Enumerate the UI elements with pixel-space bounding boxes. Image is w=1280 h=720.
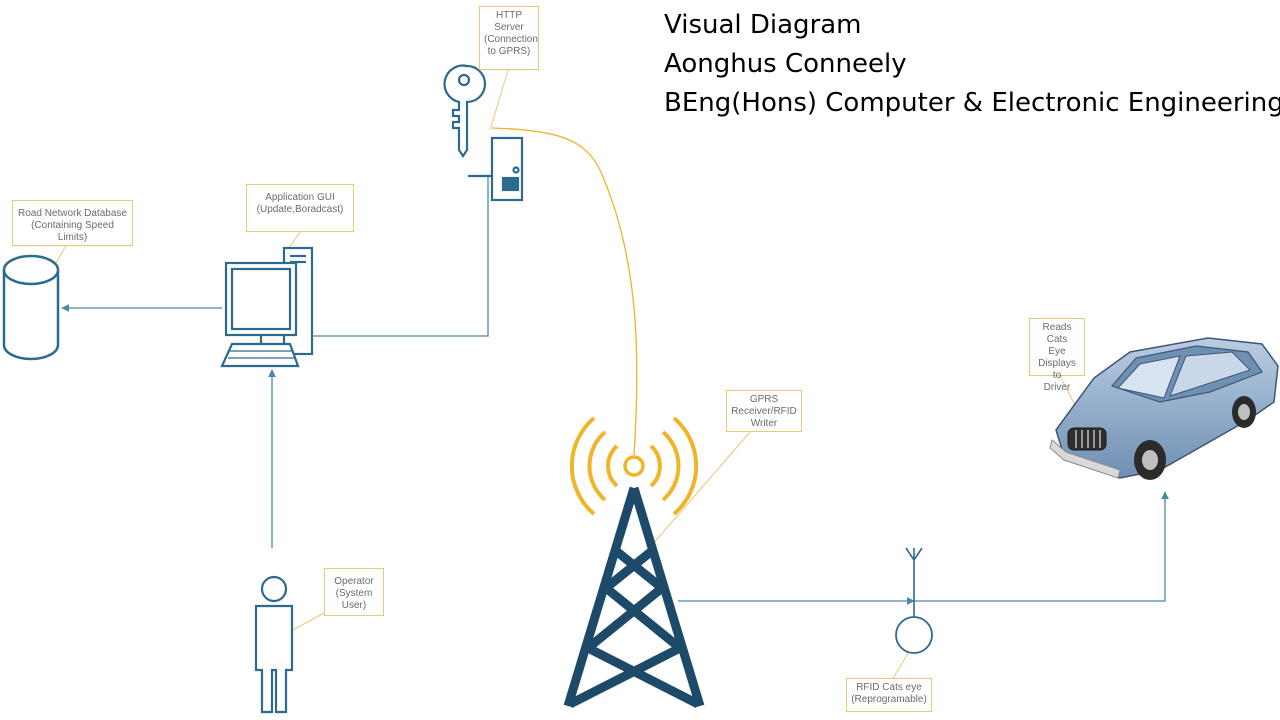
callout-line: Receiver/RFID xyxy=(731,406,797,417)
callout-line: Application GUI xyxy=(265,192,335,203)
application-gui-callout: Application GUI (Update,Boradcast) xyxy=(246,184,354,232)
server-to-gprs-link xyxy=(491,127,638,456)
car-reader-callout: Reads Cats Eye Displays to Driver xyxy=(1029,318,1085,393)
http-server-leader xyxy=(489,69,509,131)
callout-line: Driver xyxy=(1043,382,1071,393)
callout-line: Displays to xyxy=(1038,358,1076,381)
callout-line: Eye xyxy=(1048,346,1066,357)
transmission-tower-icon xyxy=(563,486,705,709)
computer-icon xyxy=(220,246,314,368)
callout-line: Reads Cats xyxy=(1042,322,1072,345)
callout-line: (Update,Boradcast) xyxy=(256,204,344,215)
diagram-title: Visual Diagram xyxy=(664,10,862,40)
callout-line: RFID Cats eye xyxy=(856,682,922,693)
gprs-leader xyxy=(651,431,751,546)
key-icon xyxy=(443,64,487,158)
callout-line: (Reprogramable) xyxy=(851,694,927,705)
callout-line: GPRS xyxy=(749,394,779,405)
signal-waves-icon xyxy=(569,416,699,516)
callout-line: (System User) xyxy=(335,588,373,611)
database-icon xyxy=(2,254,60,361)
rfid-cats-eye-icon xyxy=(895,616,933,654)
callout-line: (Connection xyxy=(484,34,538,45)
antenna-to-car-arrow xyxy=(914,491,1169,602)
operator-callout: Operator (System User) xyxy=(324,568,384,616)
callout-line: Operator xyxy=(334,576,374,587)
operator-person-icon xyxy=(254,575,294,714)
title-block: Visual Diagram Aonghus Conneely BEng(Hon… xyxy=(664,6,1280,123)
http-server-icon xyxy=(468,136,524,202)
http-server-callout: HTTP Server (Connection to GPRS) xyxy=(479,6,539,70)
author-name: Aonghus Conneely xyxy=(664,49,907,79)
callout-line: Road Network Database xyxy=(18,208,127,219)
car-icon xyxy=(1049,337,1279,480)
gprs-receiver-callout: GPRS Receiver/RFID Writer xyxy=(726,390,802,432)
road-database-callout: Road Network Database (Containing Speed … xyxy=(12,200,133,246)
callout-line: HTTP Server xyxy=(494,10,524,33)
cats-eye-leader xyxy=(891,649,911,681)
rfid-cats-eye-callout: RFID Cats eye (Reprogramable) xyxy=(846,678,932,712)
degree-programme: BEng(Hons) Computer & Electronic Enginee… xyxy=(664,88,1280,118)
callout-line: (Containing Speed Limits) xyxy=(31,220,114,243)
callout-line: Writer xyxy=(750,418,778,429)
callout-line: to GPRS) xyxy=(487,46,531,57)
antenna-icon xyxy=(905,547,923,620)
